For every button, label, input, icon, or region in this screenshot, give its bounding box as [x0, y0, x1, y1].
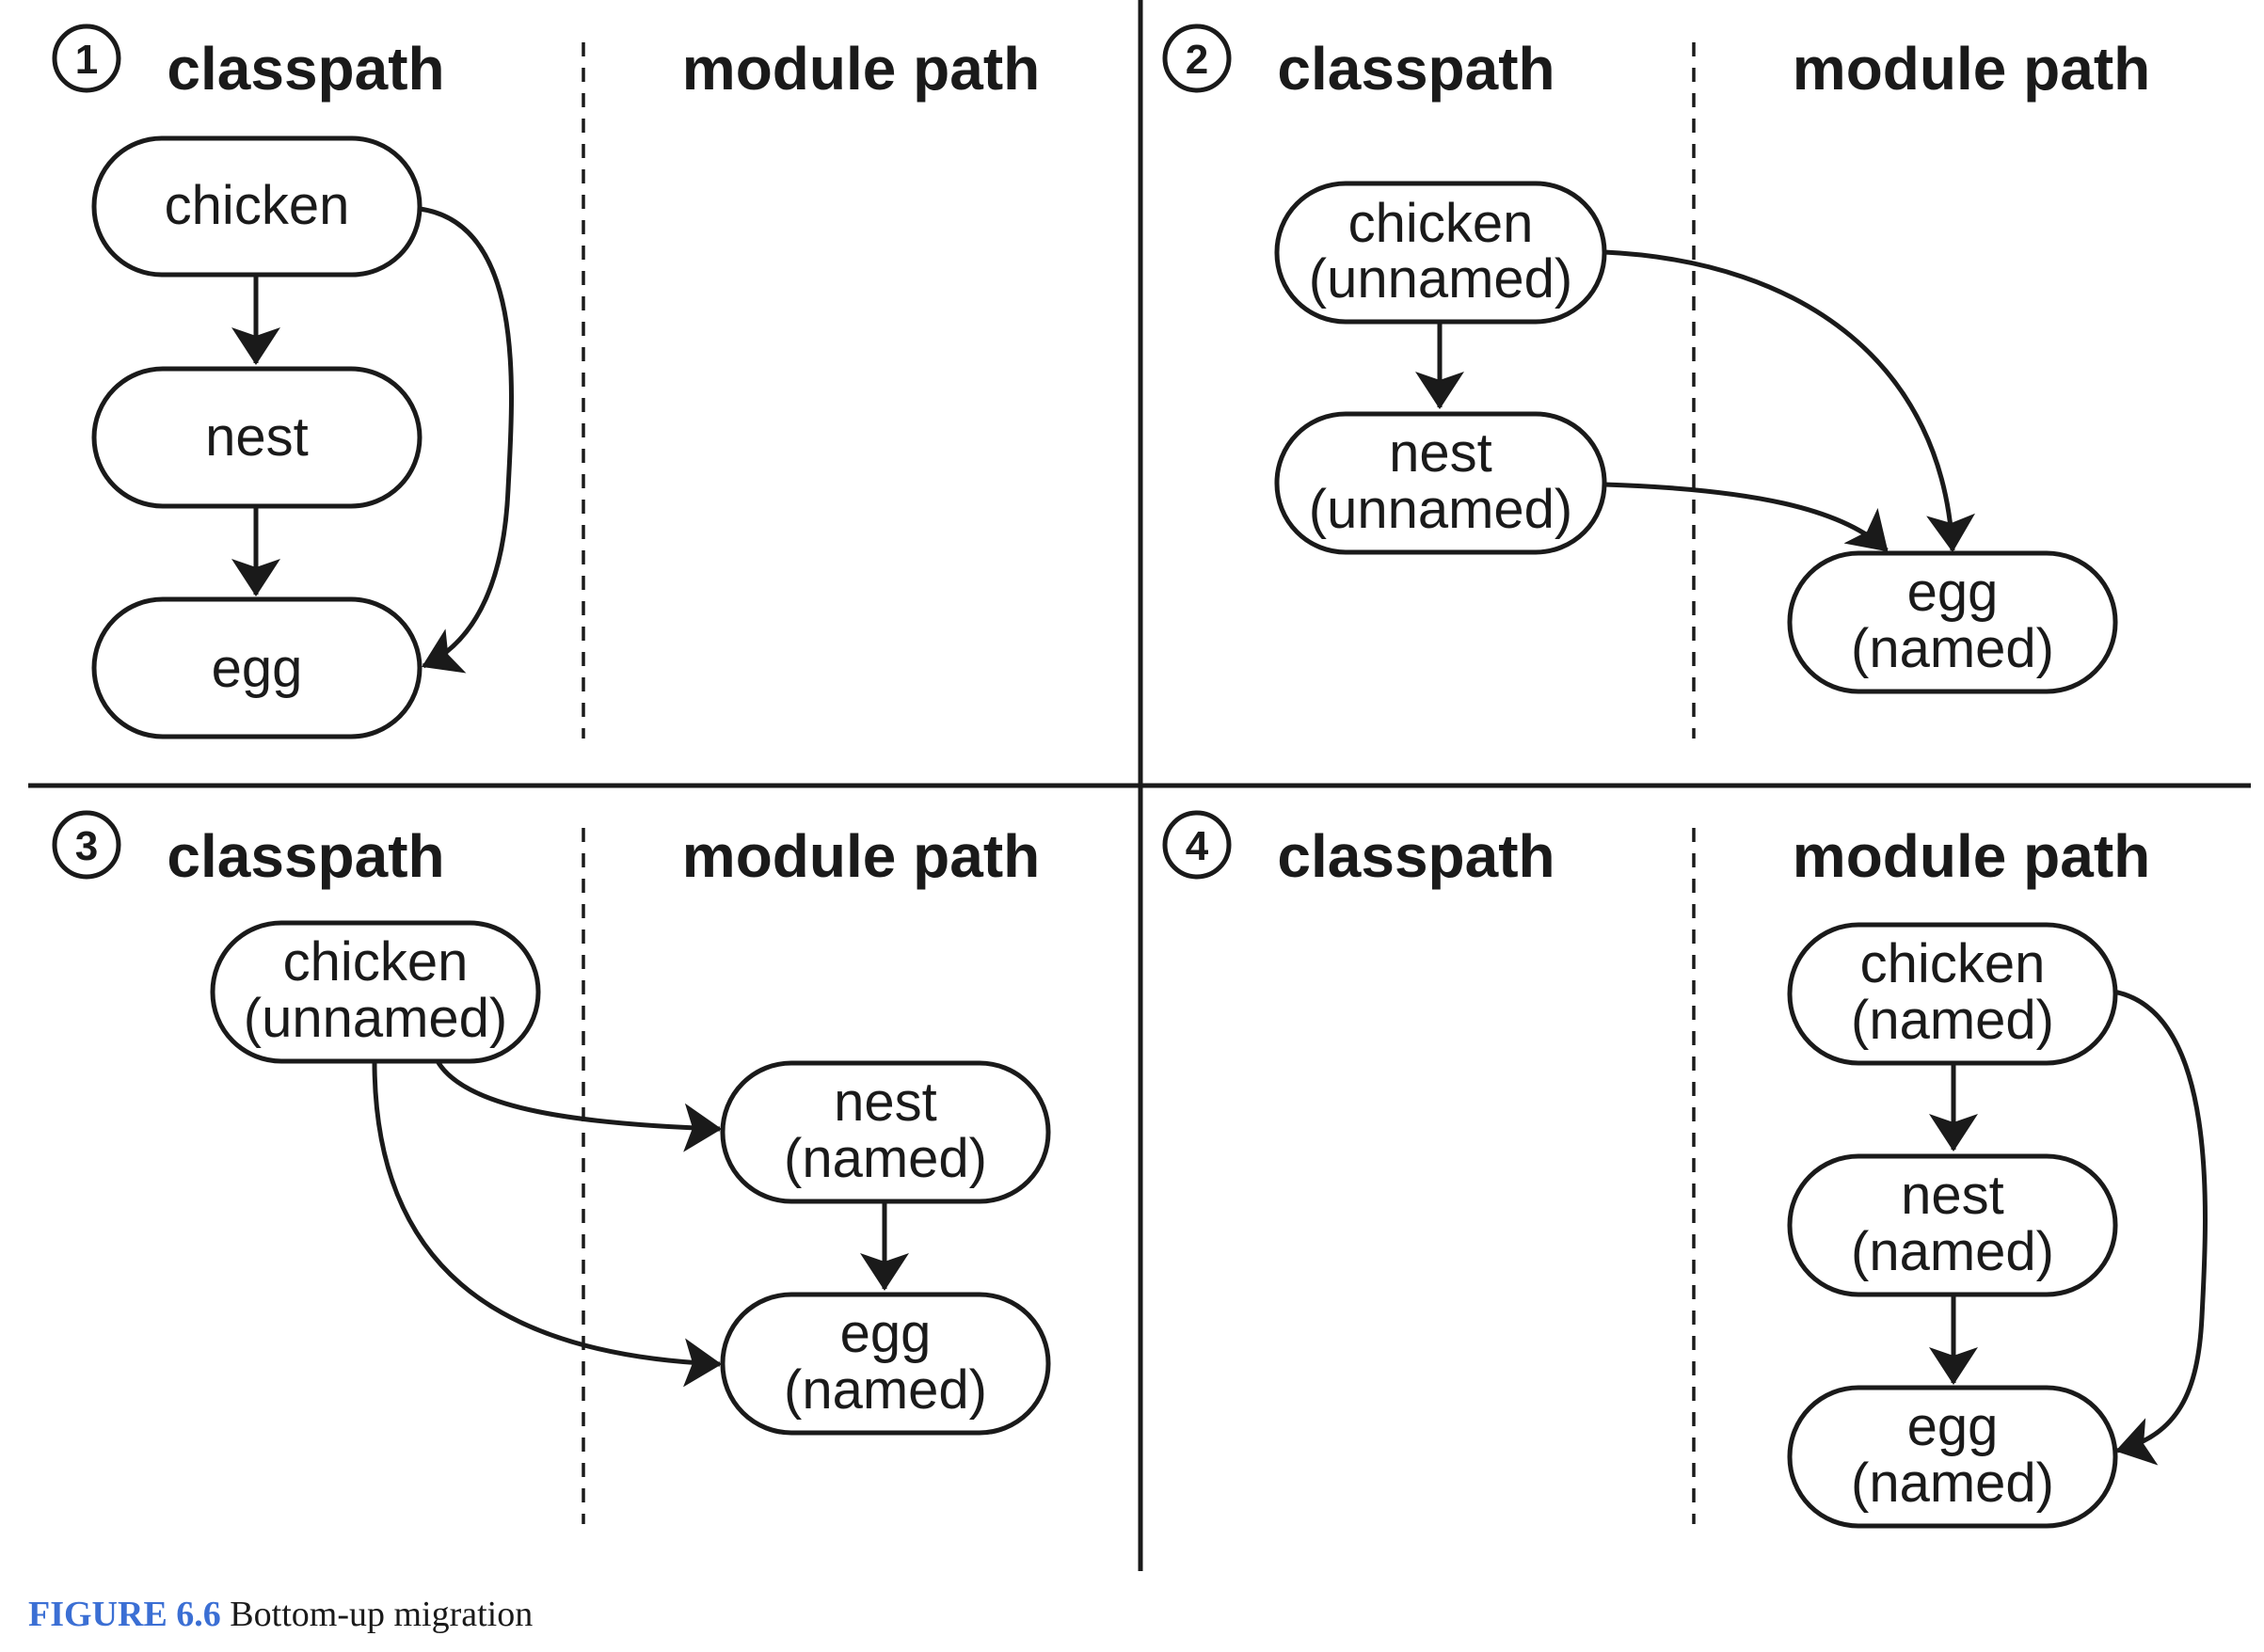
- p1-chicken-to-p1-egg-arrow: [419, 206, 514, 674]
- panel-1-module-path-header: module path: [682, 35, 1040, 103]
- p4-egg-node: egg (named): [1787, 1385, 2118, 1529]
- panel-4-number-badge: 4: [1162, 810, 1232, 880]
- p4-chicken-sublabel: (named): [1851, 990, 2054, 1051]
- p1-chicken-node: chicken: [91, 135, 423, 278]
- p1-nest-node: nest: [91, 366, 423, 509]
- panel-2-number: 2: [1186, 37, 1208, 83]
- panel-3-number-badge: 3: [52, 810, 121, 880]
- p3-nest-node: nest (named): [720, 1060, 1051, 1204]
- p2-nest-to-p2-egg-arrow: [1603, 482, 1889, 552]
- p3-chicken-to-p3-nest-arrow: [435, 1059, 722, 1152]
- panel-4-number: 4: [1186, 823, 1209, 869]
- p3-egg-node: egg (named): [720, 1292, 1051, 1436]
- p4-nest-label: nest: [1901, 1165, 2004, 1226]
- p4-chicken-node: chicken (named): [1787, 922, 2118, 1066]
- panel-4-classpath-header: classpath: [1277, 822, 1555, 890]
- p3-nest-label: nest: [834, 1072, 937, 1133]
- panel-1-number: 1: [75, 37, 98, 83]
- p2-egg-label: egg: [1907, 562, 1999, 623]
- p4-chicken-label: chicken: [1860, 933, 2046, 994]
- p1-chicken-label: chicken: [165, 175, 350, 236]
- p2-nest-label: nest: [1389, 422, 1492, 484]
- p3-egg-sublabel: (named): [784, 1359, 987, 1421]
- p4-nest-sublabel: (named): [1851, 1221, 2054, 1282]
- p2-chicken-label: chicken: [1348, 193, 1534, 254]
- p2-nest-node: nest (unnamed): [1274, 411, 1607, 555]
- figure-caption-label: FIGURE 6.6: [28, 1595, 221, 1634]
- p4-nest-node: nest (named): [1787, 1153, 2118, 1297]
- p3-chicken-label: chicken: [283, 931, 469, 993]
- panel-1-number-badge: 1: [52, 24, 121, 93]
- p3-chicken-node: chicken (unnamed): [210, 920, 541, 1064]
- panel-3-number: 3: [75, 823, 98, 869]
- bottom-up-migration-diagram: 1 2 3 4 classpath module path classpath …: [28, 0, 2251, 1571]
- p2-egg-node: egg (named): [1787, 550, 2118, 694]
- p1-egg-label: egg: [212, 638, 303, 699]
- p2-nest-sublabel: (unnamed): [1309, 479, 1572, 540]
- p3-egg-label: egg: [840, 1303, 932, 1364]
- p3-chicken-sublabel: (unnamed): [244, 988, 507, 1049]
- p3-chicken-to-p3-egg-arrow: [372, 1060, 722, 1388]
- panel-4-module-path-header: module path: [1793, 822, 2150, 890]
- panel-1-classpath-header: classpath: [167, 35, 444, 103]
- p3-nest-sublabel: (named): [784, 1128, 987, 1189]
- panel-2-number-badge: 2: [1162, 24, 1232, 93]
- figure-caption-text: Bottom-up migration: [230, 1595, 534, 1634]
- p4-egg-sublabel: (named): [1851, 1453, 2054, 1514]
- panel-3-classpath-header: classpath: [167, 822, 444, 890]
- panel-3-module-path-header: module path: [682, 822, 1040, 890]
- p2-chicken-node: chicken (unnamed): [1274, 181, 1607, 325]
- p1-nest-label: nest: [205, 406, 309, 468]
- p4-egg-label: egg: [1907, 1396, 1999, 1457]
- p1-egg-node: egg: [91, 596, 423, 739]
- p4-chicken-to-p4-egg-arrow: [2113, 989, 2208, 1466]
- p2-egg-sublabel: (named): [1851, 618, 2054, 679]
- p2-chicken-to-p2-egg-arrow: [1603, 249, 1975, 552]
- panel-2-classpath-header: classpath: [1277, 35, 1555, 103]
- figure-caption: FIGURE 6.6 Bottom-up migration: [28, 1594, 533, 1635]
- panel-2-module-path-header: module path: [1793, 35, 2150, 103]
- p2-chicken-sublabel: (unnamed): [1309, 248, 1572, 310]
